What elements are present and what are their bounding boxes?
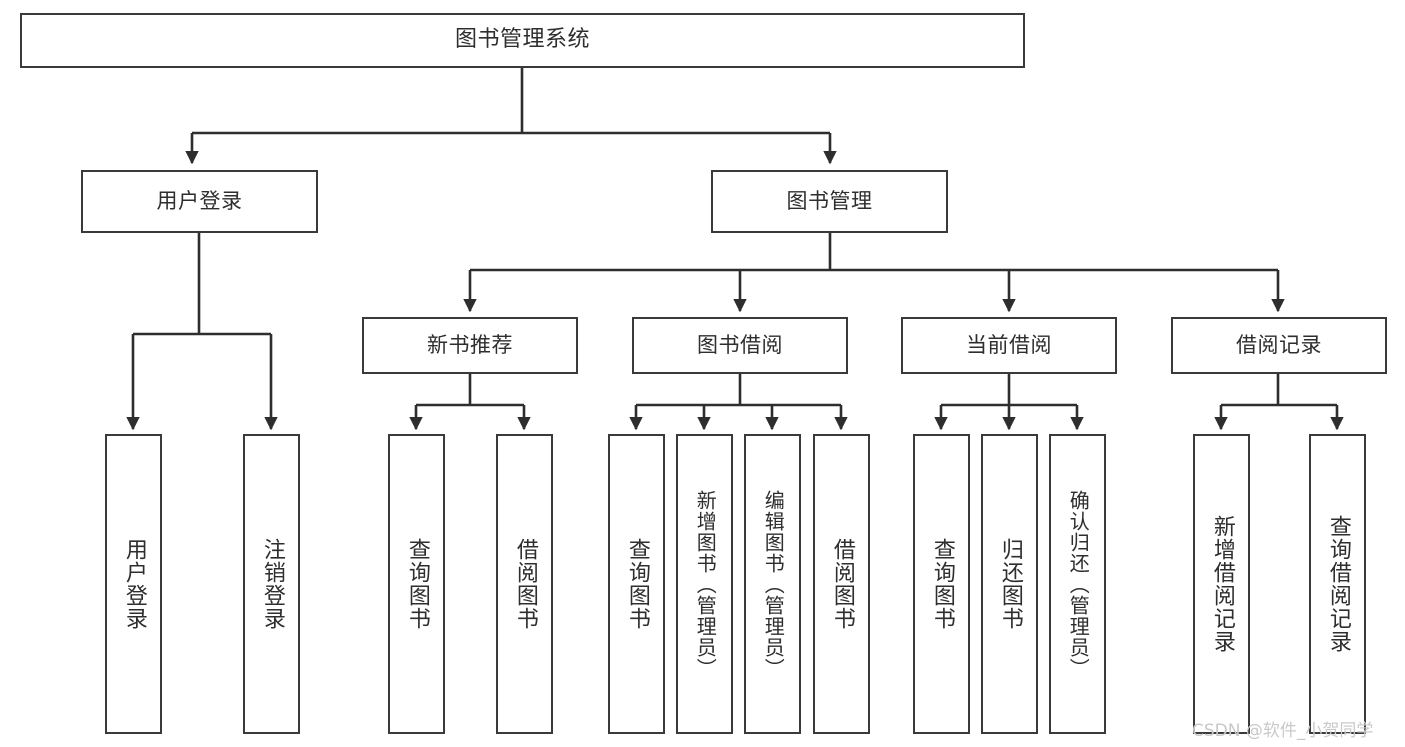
- node-book-borrow[interactable]: 图书借阅: [632, 317, 848, 374]
- node-label: 新书推荐: [427, 332, 513, 357]
- leaf-current-confirm-return-admin[interactable]: 确认归还（管理员）: [1049, 434, 1106, 734]
- node-label: 用户登录: [121, 538, 147, 630]
- leaf-user-login-logout[interactable]: 注销登录: [243, 434, 300, 734]
- csdn-watermark: CSDN @软件_小贺同学: [1192, 721, 1374, 741]
- leaf-recommend-query-book[interactable]: 查询图书: [388, 434, 445, 734]
- node-label: 借阅记录: [1236, 332, 1322, 357]
- leaf-borrow-borrow-book[interactable]: 借阅图书: [813, 434, 870, 734]
- node-label: 图书管理系统: [454, 27, 590, 53]
- node-label: 新增借阅记录: [1209, 515, 1235, 653]
- node-label: 注销登录: [259, 538, 285, 630]
- leaf-borrow-add-book-admin[interactable]: 新增图书（管理员）: [676, 434, 733, 734]
- node-label: 借阅图书: [512, 538, 538, 630]
- leaf-current-query-book[interactable]: 查询图书: [913, 434, 970, 734]
- node-borrow-record[interactable]: 借阅记录: [1171, 317, 1387, 374]
- leaf-user-login-login[interactable]: 用户登录: [105, 434, 162, 734]
- leaf-recommend-borrow-book[interactable]: 借阅图书: [496, 434, 553, 734]
- node-user-login[interactable]: 用户登录: [81, 170, 318, 233]
- node-label: 图书管理: [786, 188, 873, 213]
- node-label: 编辑图书（管理员）: [761, 489, 786, 679]
- node-label: 查询图书: [929, 538, 955, 630]
- leaf-current-return-book[interactable]: 归还图书: [981, 434, 1038, 734]
- leaf-borrow-query-book[interactable]: 查询图书: [608, 434, 665, 734]
- leaf-record-add-record[interactable]: 新增借阅记录: [1193, 434, 1250, 734]
- node-label: 图书借阅: [697, 332, 783, 357]
- node-label: 查询借阅记录: [1325, 515, 1351, 653]
- leaf-record-query-record[interactable]: 查询借阅记录: [1309, 434, 1366, 734]
- node-label: 查询图书: [404, 538, 430, 630]
- node-root-system[interactable]: 图书管理系统: [20, 13, 1025, 68]
- node-label: 查询图书: [624, 538, 650, 630]
- node-label: 确认归还（管理员）: [1066, 489, 1091, 679]
- node-label: 当前借阅: [966, 332, 1052, 357]
- leaf-borrow-edit-book-admin[interactable]: 编辑图书（管理员）: [744, 434, 801, 734]
- node-book-management[interactable]: 图书管理: [711, 170, 948, 233]
- node-label: 借阅图书: [829, 538, 855, 630]
- node-label: 新增图书（管理员）: [693, 489, 718, 679]
- node-label: 用户登录: [156, 188, 243, 213]
- node-new-book-recommend[interactable]: 新书推荐: [362, 317, 578, 374]
- node-label: 归还图书: [997, 538, 1023, 630]
- node-current-borrow[interactable]: 当前借阅: [901, 317, 1117, 374]
